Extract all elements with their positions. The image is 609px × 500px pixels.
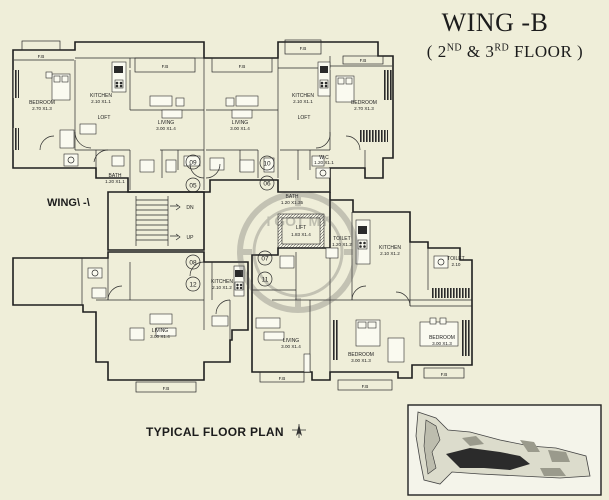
svg-text:BEDROOM: BEDROOM: [351, 100, 377, 106]
svg-text:TOILET: TOILET: [447, 256, 464, 262]
kitchen-left-top-fixtures: [74, 61, 127, 149]
svg-text:LIFT: LIFT: [296, 225, 306, 231]
living-left-top-furniture: [93, 95, 205, 179]
upper-block-walls: [12, 41, 394, 193]
svg-text:LIVING: LIVING: [158, 120, 175, 126]
wing-title: WING -B: [441, 8, 549, 37]
svg-text:LIVING: LIVING: [283, 338, 300, 344]
svg-text:F.B: F.B: [360, 58, 367, 63]
svg-text:BEDROOM: BEDROOM: [348, 352, 374, 358]
svg-text:F.B: F.B: [38, 54, 45, 59]
svg-text:3.00 X1.4: 3.00 X1.4: [230, 126, 250, 131]
svg-text:F.B: F.B: [163, 386, 170, 391]
svg-text:LOFT: LOFT: [98, 115, 111, 121]
svg-text:LIVING: LIVING: [232, 120, 249, 126]
key-plan-inset: [407, 404, 602, 496]
lower-right-fixtures: [255, 219, 470, 373]
svg-text:1.20 X1.2: 1.20 X1.2: [332, 242, 352, 247]
svg-text:1.83 X1.4: 1.83 X1.4: [291, 232, 311, 237]
north-arrow-icon: [292, 424, 306, 438]
svg-text:BATH: BATH: [286, 194, 299, 200]
svg-text:KITCHEN: KITCHEN: [292, 93, 314, 99]
svg-text:3.00 X1.3: 3.00 X1.3: [351, 358, 371, 363]
lower-left-block-walls: [12, 251, 249, 381]
watermark-logo: I GOT MY: [237, 191, 359, 313]
svg-text:UP: UP: [187, 235, 195, 241]
living-right-top-furniture: [205, 95, 275, 179]
svg-text:DN: DN: [186, 205, 194, 211]
svg-text:12: 12: [189, 282, 197, 289]
svg-text:3.00 X1.4: 3.00 X1.4: [156, 126, 176, 131]
svg-text:KITCHEN: KITCHEN: [379, 245, 401, 251]
flat-number-markers: 09 05 10 06 07 11 08 12: [185, 154, 275, 292]
svg-text:08: 08: [189, 260, 197, 267]
svg-text:3.00 X1.4: 3.00 X1.4: [150, 334, 170, 339]
svg-text:KITCHEN: KITCHEN: [211, 279, 233, 285]
kitchen-bedroom-right-top-fixtures: [315, 61, 392, 151]
svg-text:07: 07: [261, 256, 269, 263]
svg-text:F.B: F.B: [441, 372, 448, 377]
svg-text:F.B: F.B: [239, 64, 246, 69]
svg-text:TOILET: TOILET: [333, 236, 350, 242]
svg-text:F.B: F.B: [162, 64, 169, 69]
svg-text:11: 11: [262, 277, 269, 284]
svg-text:3.00 X1.4: 3.00 X1.4: [281, 344, 301, 349]
fb-markers-top: F.B F.B F.B F.B F.B: [21, 39, 384, 73]
svg-text:2.10 X1.2: 2.10 X1.2: [380, 251, 400, 256]
svg-text:09: 09: [189, 160, 197, 167]
svg-text:1.20 X1.35: 1.20 X1.35: [281, 200, 304, 205]
lower-left-fixtures: [87, 261, 245, 341]
lower-right-block-walls: [251, 192, 473, 381]
svg-text:06: 06: [263, 181, 271, 188]
svg-text:KITCHEN: KITCHEN: [90, 93, 112, 99]
svg-text:F.B: F.B: [300, 46, 307, 51]
svg-text:W.C: W.C: [319, 155, 329, 161]
bath-fixtures-top: [63, 153, 331, 179]
svg-text:BEDROOM: BEDROOM: [29, 100, 55, 106]
stair-lift-core: DN UP LIFT 1.83 X1.4: [107, 191, 325, 251]
svg-text:LOFT: LOFT: [298, 115, 311, 121]
room-labels: BEDROOM 2.70 X1.3 KITCHEN 2.10 X1.1 LOFT…: [29, 93, 465, 363]
svg-text:BATH: BATH: [109, 173, 122, 179]
svg-text:2.10 X1.1: 2.10 X1.1: [91, 99, 111, 104]
svg-text:3.00 X1.3: 3.00 X1.3: [432, 341, 452, 346]
svg-text:1.20 X1.1: 1.20 X1.1: [105, 179, 125, 184]
svg-text:F.B: F.B: [279, 376, 286, 381]
svg-text:1.20 X1.1: 1.20 X1.1: [314, 160, 334, 165]
svg-text:LIVING: LIVING: [152, 328, 169, 334]
svg-text:F.B: F.B: [362, 384, 369, 389]
svg-text:05: 05: [189, 183, 197, 190]
svg-text:2.70 X1.3: 2.70 X1.3: [32, 106, 52, 111]
svg-text:2.70 X1.3: 2.70 X1.3: [354, 106, 374, 111]
svg-text:2.10: 2.10: [452, 262, 461, 267]
typical-floor-plan-label: TYPICAL FLOOR PLAN: [146, 425, 284, 439]
svg-text:2.10 X1.1: 2.10 X1.1: [293, 99, 313, 104]
floor-subtitle: ( 2ND & 3RD FLOOR ): [426, 42, 584, 61]
svg-text:10: 10: [263, 161, 271, 168]
svg-text:BEDROOM: BEDROOM: [429, 335, 455, 341]
svg-text:I GOT MY: I GOT MY: [267, 213, 331, 229]
fb-markers-bottom: F.B F.B F.B F.B: [135, 367, 465, 393]
bedroom-left-top-furniture: [13, 70, 75, 151]
wing-a-label: WING\ -\: [47, 197, 90, 209]
svg-text:2.10 X1.2: 2.10 X1.2: [212, 285, 232, 290]
